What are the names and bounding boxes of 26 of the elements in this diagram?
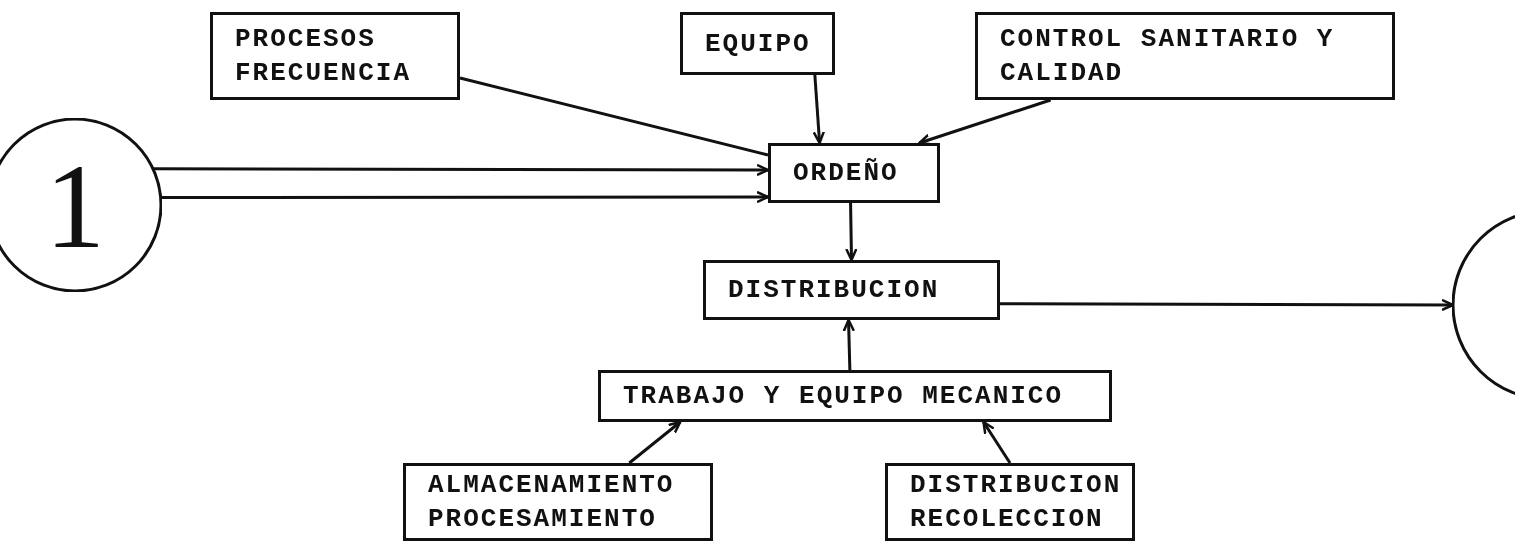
box-label: DISTRIBUCION — [728, 274, 940, 307]
process-box — [703, 260, 1000, 320]
process-box — [975, 12, 1395, 100]
box-label: ORDEÑO — [793, 157, 899, 190]
process-box — [598, 370, 1112, 422]
arrow — [842, 318, 856, 371]
arrow — [918, 98, 1052, 146]
box-label: DISTRIBUCION RECOLECCION — [910, 469, 1122, 536]
process-box — [768, 143, 940, 203]
arrow — [812, 74, 826, 145]
process-box — [403, 463, 713, 541]
process-box — [210, 12, 460, 100]
arrow — [982, 420, 1012, 464]
arrow — [160, 190, 770, 204]
box-label: TRABAJO Y EQUIPO MECANICO — [623, 380, 1064, 413]
arrow — [845, 202, 858, 262]
box-label: EQUIPO — [705, 27, 811, 61]
arrow — [1000, 298, 1455, 312]
box-label: CONTROL SANITARIO Y CALIDAD — [1000, 23, 1336, 90]
process-box — [680, 12, 835, 75]
arrow — [628, 420, 682, 465]
box-label: PROCESOS FRECUENCIA — [235, 23, 413, 90]
arrow — [152, 163, 770, 177]
process-box — [885, 463, 1135, 541]
circle-number: 1 — [45, 147, 105, 267]
box-label: ALMACENAMIENTO PROCESAMIENTO — [428, 469, 676, 536]
